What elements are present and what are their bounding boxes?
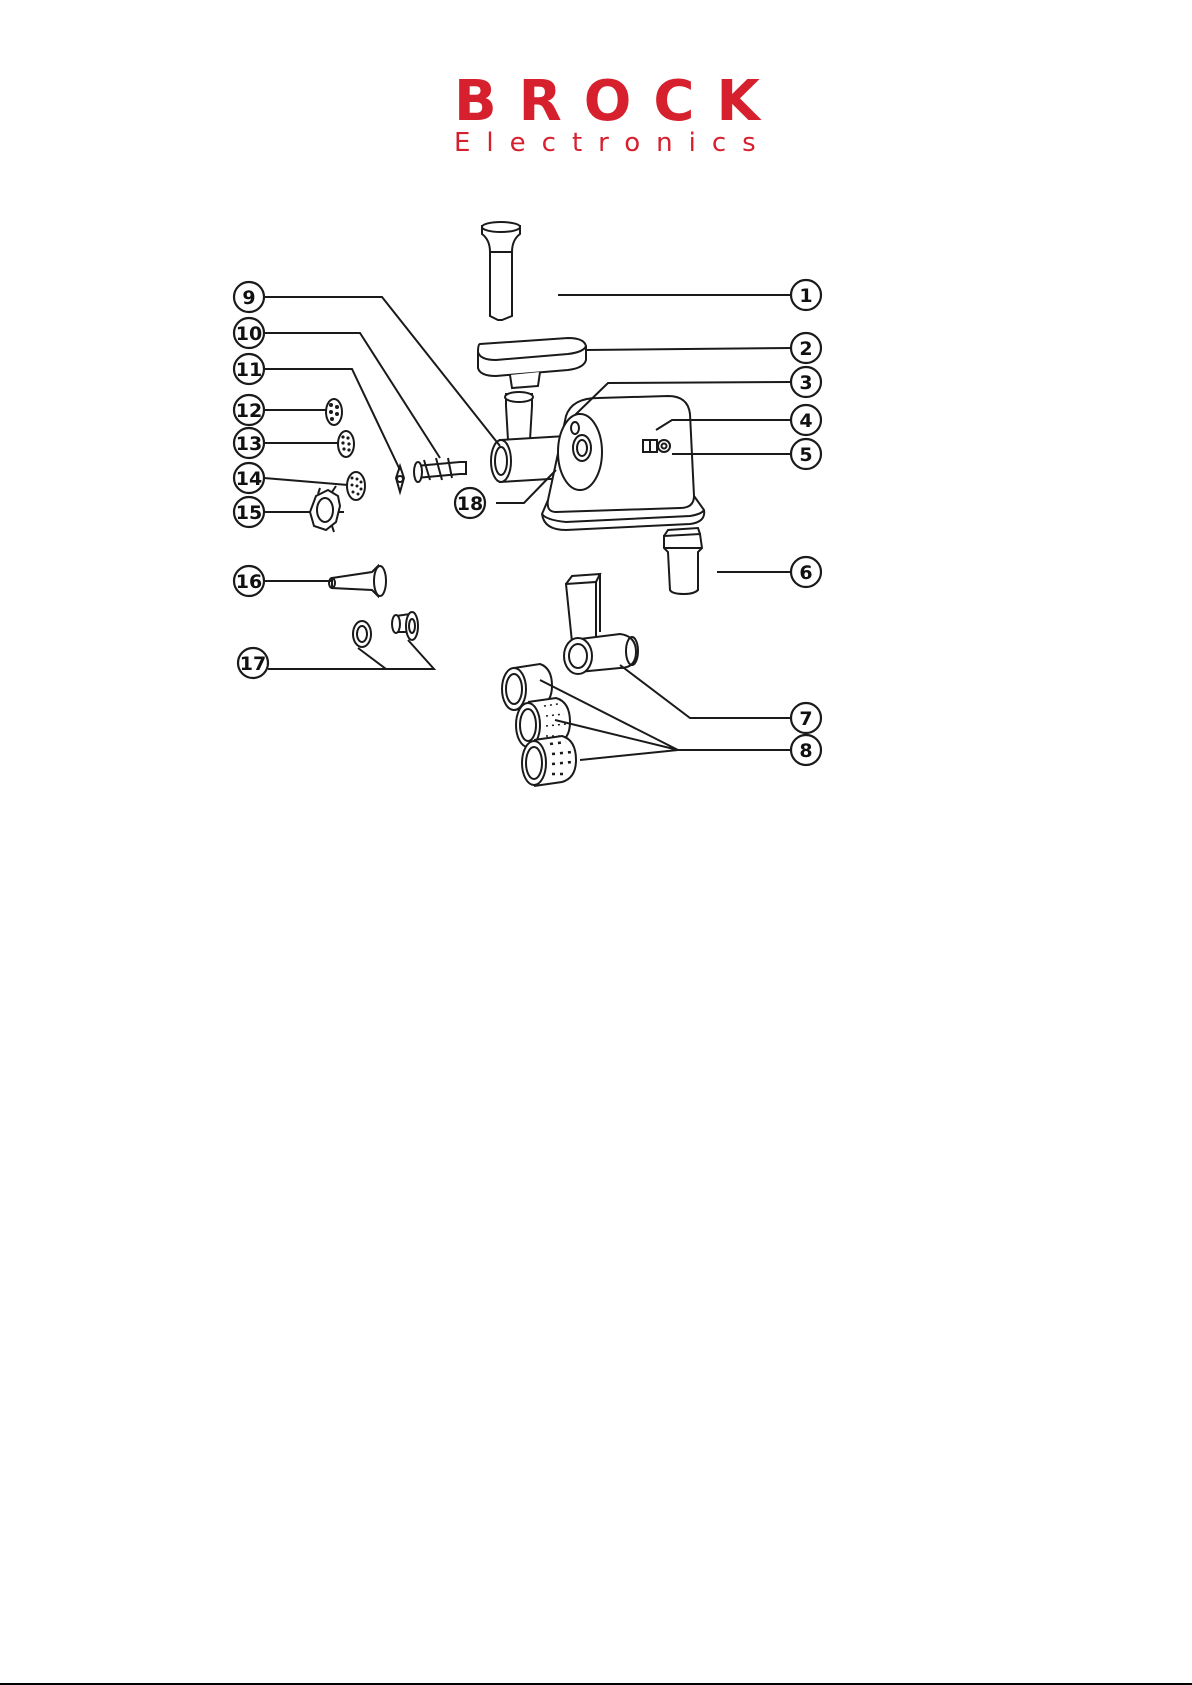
part-sausage-horn (329, 566, 386, 596)
part-motor-body (542, 396, 704, 530)
callout-15: 15 (236, 502, 262, 524)
callout-6: 6 (799, 562, 812, 584)
callout-2: 2 (799, 338, 812, 360)
callout-13: 13 (236, 433, 262, 455)
callout-14: 14 (236, 468, 262, 490)
part-tray (478, 338, 586, 388)
part-auger (414, 458, 466, 482)
callout-9: 9 (242, 287, 255, 309)
part-plate-medium (338, 431, 354, 457)
callout-7: 7 (799, 708, 812, 730)
callout-16: 16 (236, 571, 262, 593)
callout-4: 4 (799, 410, 812, 432)
callout-10: 10 (236, 323, 262, 345)
callout-12: 12 (236, 400, 262, 422)
callout-5: 5 (799, 444, 812, 466)
part-slicer-pusher (664, 528, 702, 594)
callout-17: 17 (240, 653, 266, 675)
callout-8: 8 (799, 740, 812, 762)
callout-3: 3 (799, 372, 812, 394)
part-ring-nut (310, 486, 344, 532)
part-plate-coarse (326, 399, 342, 425)
callout-18: 18 (457, 493, 483, 515)
callout-11: 11 (236, 359, 262, 381)
part-slicer-housing (564, 574, 638, 674)
part-drums (502, 664, 576, 786)
part-plate-fine (347, 472, 365, 500)
part-pusher (482, 222, 520, 320)
callout-1: 1 (799, 285, 812, 307)
